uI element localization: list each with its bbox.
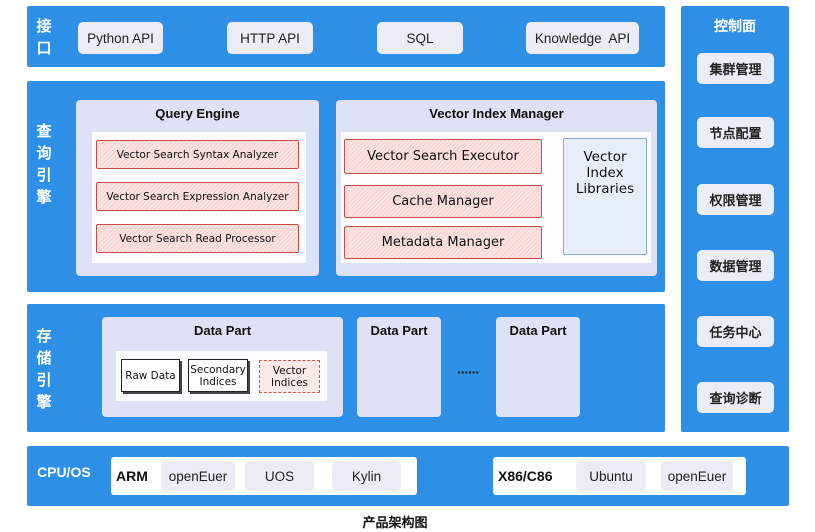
knowledge-api: Knowledge API bbox=[526, 22, 639, 54]
expression-analyzer: Vector Search Expression Analyzer bbox=[96, 182, 299, 211]
os-kylin: Kylin bbox=[332, 461, 401, 491]
raw-data-box: Raw Data bbox=[121, 359, 180, 392]
data-part-ellipsis: ······ bbox=[457, 364, 480, 380]
query-engine-title: Query Engine bbox=[155, 106, 240, 121]
data-part-3: Data Part bbox=[496, 317, 580, 417]
arm-group: ARM openEuer UOS Kylin bbox=[111, 457, 417, 495]
data-part-2-title: Data Part bbox=[370, 323, 428, 338]
cluster-management: 集群管理 bbox=[697, 53, 774, 84]
interface-label: 接 口 bbox=[36, 18, 52, 57]
query-diagnostics: 查询诊断 bbox=[697, 382, 774, 413]
cache-manager: Cache Manager bbox=[344, 185, 542, 218]
os-openeuler-x86: openEuer bbox=[661, 461, 733, 491]
python-api: Python API bbox=[78, 22, 163, 54]
http-api: HTTP API bbox=[227, 22, 313, 54]
task-center: 任务中心 bbox=[697, 316, 774, 347]
vector-search-executor: Vector Search Executor bbox=[344, 139, 542, 174]
x86-name: X86/C86 bbox=[498, 468, 553, 484]
permission-management: 权限管理 bbox=[697, 184, 774, 215]
read-processor: Vector Search Read Processor bbox=[96, 224, 299, 253]
vector-indices-box: Vector Indices bbox=[259, 360, 320, 393]
os-uos: UOS bbox=[245, 461, 314, 491]
cpu-os-label: CPU/OS bbox=[37, 464, 91, 480]
secondary-indices-box: Secondary Indices bbox=[188, 359, 248, 392]
metadata-manager: Metadata Manager bbox=[344, 226, 542, 259]
data-part-2: Data Part bbox=[357, 317, 441, 417]
vector-index-manager-title: Vector Index Manager bbox=[429, 106, 564, 121]
arm-name: ARM bbox=[116, 468, 148, 484]
data-part-1-title: Data Part bbox=[193, 323, 252, 338]
query-engine-label: 查 询 引 擎 bbox=[36, 123, 52, 206]
data-management: 数据管理 bbox=[697, 250, 774, 281]
os-openeuler-arm: openEuer bbox=[161, 461, 235, 491]
node-configuration: 节点配置 bbox=[697, 117, 774, 148]
storage-label: 存 储 引 擎 bbox=[36, 328, 52, 411]
data-part-3-title: Data Part bbox=[509, 323, 567, 338]
sql: SQL bbox=[377, 22, 463, 54]
syntax-analyzer: Vector Search Syntax Analyzer bbox=[96, 140, 299, 169]
os-ubuntu: Ubuntu bbox=[576, 461, 646, 491]
figure-caption: 产品架构图 bbox=[362, 515, 428, 530]
vector-index-libraries: Vector Index Libraries bbox=[563, 138, 647, 255]
control-panel-title: 控制面 bbox=[714, 18, 756, 34]
x86-group: X86/C86 Ubuntu openEuer bbox=[493, 457, 746, 495]
